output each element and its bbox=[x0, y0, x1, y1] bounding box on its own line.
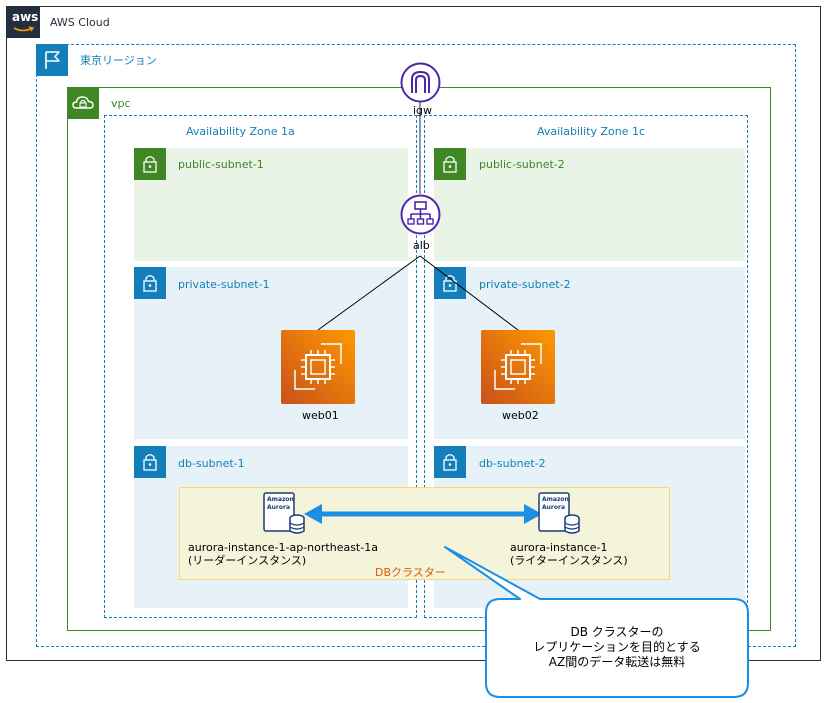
aws-logo-text: aws bbox=[12, 10, 39, 24]
aws-logo-icon: aws bbox=[6, 6, 40, 38]
private-subnet-1 bbox=[134, 267, 408, 439]
db-subnet-2-label: db-subnet-2 bbox=[479, 457, 546, 470]
aurora-database-icon: Amazon Aurora bbox=[538, 492, 582, 538]
public-subnet-1 bbox=[134, 148, 408, 261]
vpc-cloud-icon bbox=[67, 87, 99, 119]
lock-icon bbox=[134, 148, 166, 180]
ec2-instance-icon bbox=[281, 330, 355, 404]
ec2-instance-icon bbox=[481, 330, 555, 404]
availability-zone-1a bbox=[104, 115, 417, 618]
lock-icon bbox=[434, 148, 466, 180]
lock-icon bbox=[134, 446, 166, 478]
aws-cloud-group bbox=[6, 6, 821, 661]
aurora-reader-name: aurora-instance-1-ap-northeast-1a bbox=[188, 541, 378, 554]
aurora-icon-text-aurora: Aurora bbox=[542, 504, 566, 511]
aurora-writer-name: aurora-instance-1 bbox=[510, 541, 608, 554]
lock-icon bbox=[134, 267, 166, 299]
igw-label: igw bbox=[413, 104, 433, 117]
lock-icon bbox=[434, 446, 466, 478]
private-subnet-1-label: private-subnet-1 bbox=[178, 278, 270, 291]
lock-icon bbox=[434, 267, 466, 299]
vpc-label: vpc bbox=[111, 97, 131, 110]
callout-line-1: DB クラスターの bbox=[570, 625, 664, 639]
web01-label: web01 bbox=[302, 409, 339, 422]
region-flag-icon bbox=[36, 44, 68, 76]
aurora-icon-text-amazon: Amazon bbox=[542, 496, 569, 503]
web02-label: web02 bbox=[502, 409, 539, 422]
private-subnet-2-label: private-subnet-2 bbox=[479, 278, 571, 291]
internet-gateway-icon bbox=[400, 62, 441, 103]
public-subnet-2-label: public-subnet-2 bbox=[479, 158, 565, 171]
aurora-icon-text-aurora: Aurora bbox=[267, 504, 291, 511]
zone-1c-label: Availability Zone 1c bbox=[537, 125, 646, 138]
aurora-reader-role: (リーダーインスタンス) bbox=[188, 554, 307, 567]
zone-1a-label: Availability Zone 1a bbox=[186, 125, 295, 138]
callout-line-2: レプリケーションを目的とする bbox=[533, 640, 701, 654]
alb-label: alb bbox=[413, 239, 430, 252]
region-label: 東京リージョン bbox=[80, 54, 157, 67]
aurora-writer-role: (ライターインスタンス) bbox=[510, 554, 628, 567]
callout-line-3: AZ間のデータ転送は無料 bbox=[548, 655, 686, 669]
aurora-database-icon: Amazon Aurora bbox=[263, 492, 307, 538]
db-cluster-label: DBクラスター bbox=[375, 566, 446, 579]
db-subnet-1-label: db-subnet-1 bbox=[178, 457, 245, 470]
region-group bbox=[36, 44, 796, 647]
aws-cloud-label: AWS Cloud bbox=[50, 16, 110, 29]
aurora-icon-text-amazon: Amazon bbox=[267, 496, 294, 503]
public-subnet-2 bbox=[434, 148, 745, 261]
public-subnet-1-label: public-subnet-1 bbox=[178, 158, 264, 171]
load-balancer-icon bbox=[400, 194, 441, 235]
